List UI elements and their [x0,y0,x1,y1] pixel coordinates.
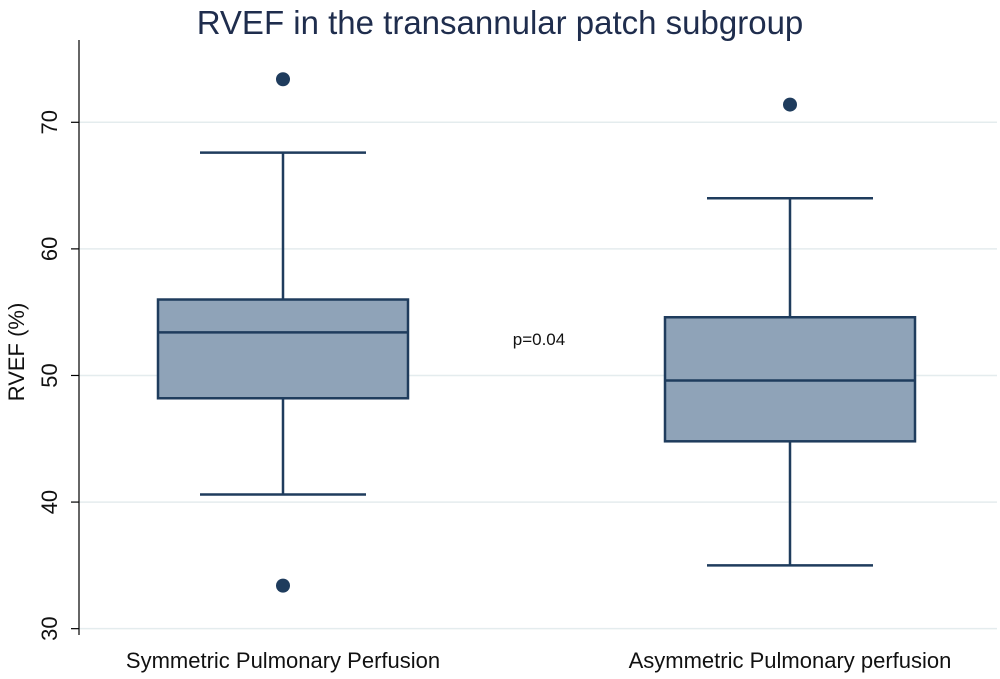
iqr-box [663,315,917,443]
x-category-label-2: Asymmetric Pulmonary perfusion [629,648,952,673]
y-tick-label-30: 30 [37,616,62,640]
y-tick-label-50: 50 [37,363,62,387]
box-group-1 [156,72,410,593]
box-group-2 [663,97,917,567]
x-category-label-1: Symmetric Pulmonary Perfusion [126,648,440,673]
outlier-point [276,578,290,593]
outlier-point [276,72,290,87]
plot-area [156,72,917,593]
outlier-point [783,97,797,112]
chart-title: RVEF in the transannular patch subgroup [197,4,804,41]
p-value-annotation: p=0.04 [513,330,565,349]
iqr-box [156,298,410,400]
x-axis-categories: Symmetric Pulmonary Perfusion Asymmetric … [126,648,952,673]
y-axis-ticks: 30 40 50 60 70 [37,110,79,641]
y-axis-label: RVEF (%) [4,303,29,402]
y-tick-label-40: 40 [37,490,62,514]
y-tick-label-60: 60 [37,237,62,261]
y-tick-label-70: 70 [37,110,62,134]
